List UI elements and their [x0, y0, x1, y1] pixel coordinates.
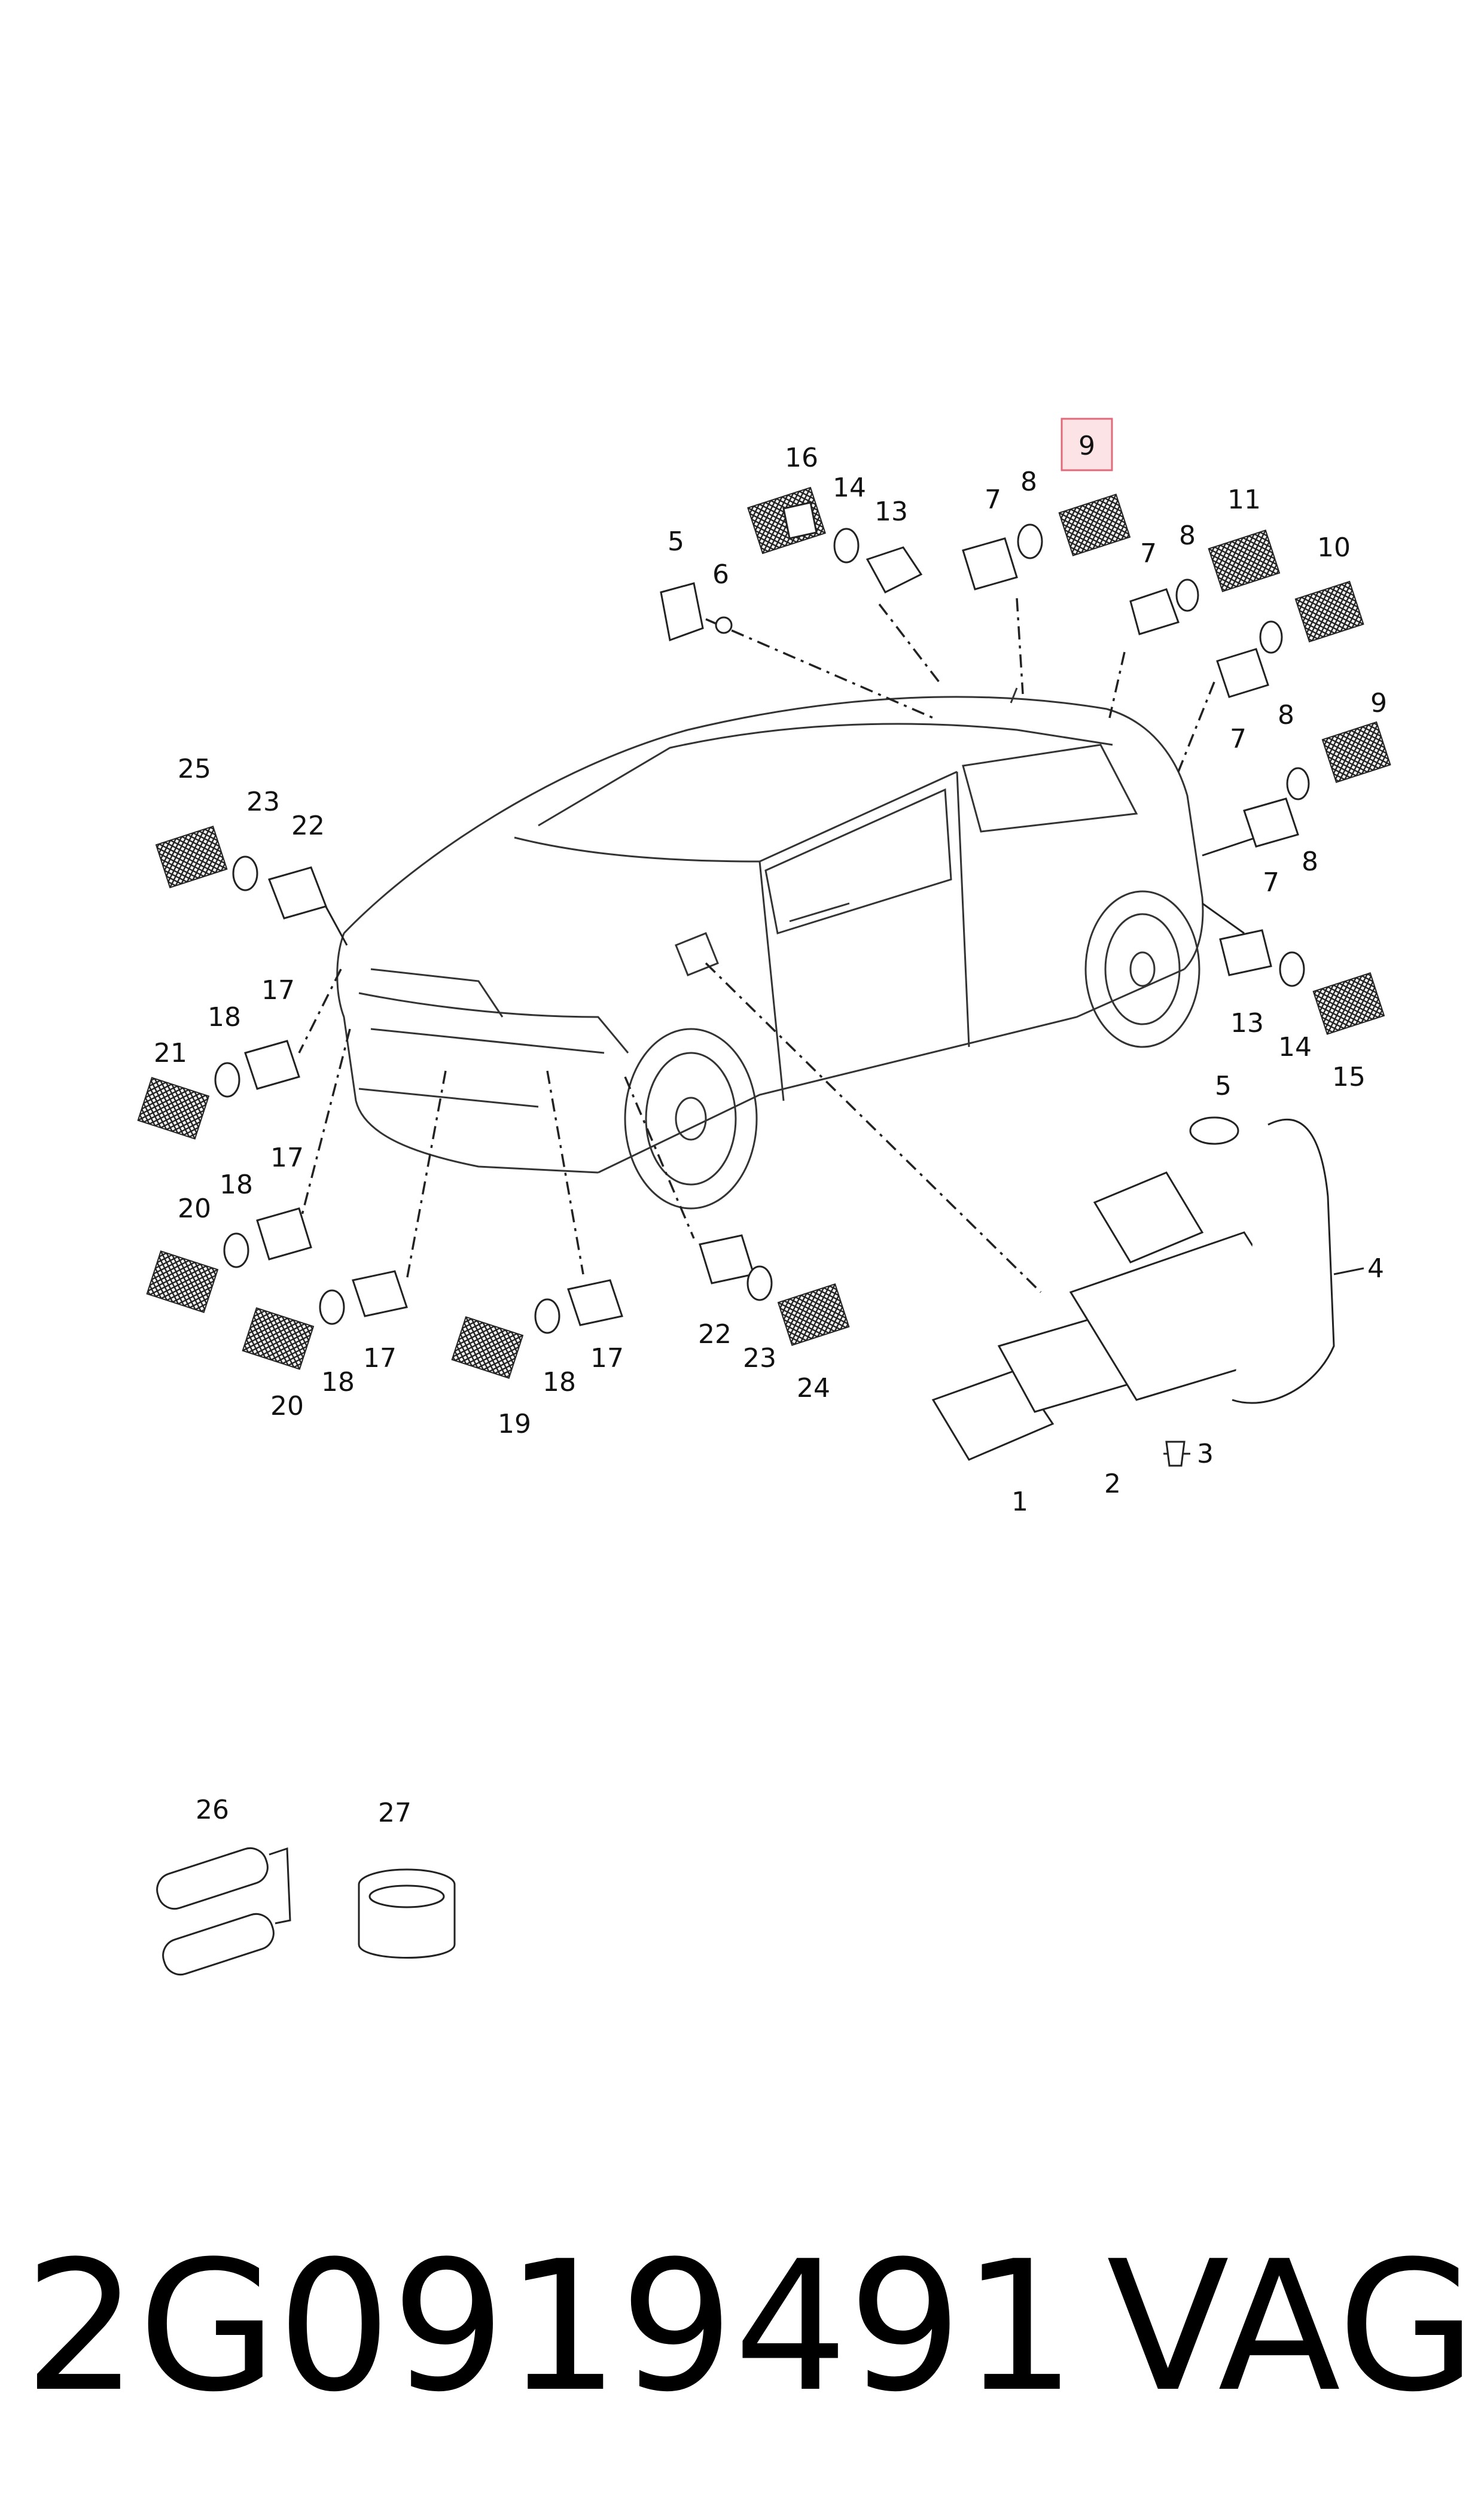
callout-8[interactable]: 8: [1179, 520, 1196, 551]
control-units: [931, 1116, 1335, 1467]
callout-26[interactable]: 26: [196, 1795, 229, 1825]
callout-labels: 16 14 13 8 7 11 8 7 10 5 6 8 7 9 8 7 25 …: [154, 443, 1387, 1828]
callout-18[interactable]: 18: [543, 1367, 576, 1397]
callout-23[interactable]: 23: [246, 787, 280, 817]
callout-13[interactable]: 13: [874, 497, 908, 527]
callout-7[interactable]: 7: [985, 485, 1001, 515]
callout-22[interactable]: 22: [698, 1319, 732, 1350]
callout-25[interactable]: 25: [178, 754, 211, 784]
callout-15[interactable]: 15: [1332, 1062, 1366, 1092]
callout-17[interactable]: 17: [270, 1143, 304, 1173]
car-illustration: [336, 687, 1204, 1210]
callout-22[interactable]: 22: [291, 811, 325, 841]
callout-8[interactable]: 8: [1278, 700, 1294, 730]
callout-24[interactable]: 24: [797, 1373, 830, 1403]
callout-16[interactable]: 16: [785, 443, 818, 473]
callout-8[interactable]: 8: [1020, 467, 1037, 497]
callout-13[interactable]: 13: [1230, 1008, 1264, 1039]
callout-7[interactable]: 7: [1140, 538, 1157, 569]
callout-14[interactable]: 14: [833, 473, 866, 503]
callout-4[interactable]: 4: [1367, 1253, 1384, 1284]
callout-20[interactable]: 20: [270, 1391, 304, 1421]
brand-label: VAG: [1107, 2222, 1477, 2431]
accessory-parts: [156, 1847, 456, 1976]
part-number: 2G0919491: [24, 2222, 1077, 2431]
callout-17[interactable]: 17: [261, 975, 295, 1006]
callout-18[interactable]: 18: [208, 1002, 241, 1033]
highlight-box: [1061, 418, 1113, 471]
callout-5[interactable]: 5: [1215, 1071, 1232, 1101]
callout-6[interactable]: 6: [712, 559, 729, 590]
callout-21[interactable]: 21: [154, 1038, 187, 1068]
callout-19[interactable]: 19: [498, 1409, 531, 1439]
callout-27[interactable]: 27: [378, 1798, 412, 1828]
callout-7[interactable]: 7: [1230, 724, 1247, 754]
callout-10[interactable]: 10: [1317, 532, 1351, 563]
callout-8[interactable]: 8: [1302, 847, 1318, 877]
callout-3[interactable]: 3: [1197, 1439, 1214, 1469]
callout-2[interactable]: 2: [1104, 1469, 1121, 1499]
callout-20[interactable]: 20: [178, 1193, 211, 1224]
callout-17[interactable]: 17: [363, 1343, 397, 1374]
callout-7[interactable]: 7: [1263, 867, 1279, 898]
sensor-parts: [137, 486, 1391, 1379]
callout-9[interactable]: 9: [1370, 688, 1387, 718]
callout-9-highlighted[interactable]: 9: [1078, 431, 1095, 461]
callout-23[interactable]: 23: [743, 1343, 776, 1374]
callout-17[interactable]: 17: [590, 1343, 624, 1374]
callout-18[interactable]: 18: [220, 1170, 253, 1200]
callout-14[interactable]: 14: [1278, 1032, 1312, 1062]
callout-5[interactable]: 5: [668, 526, 684, 557]
callout-18[interactable]: 18: [321, 1367, 355, 1397]
callout-11[interactable]: 11: [1227, 485, 1261, 515]
callout-1[interactable]: 1: [1011, 1487, 1028, 1517]
